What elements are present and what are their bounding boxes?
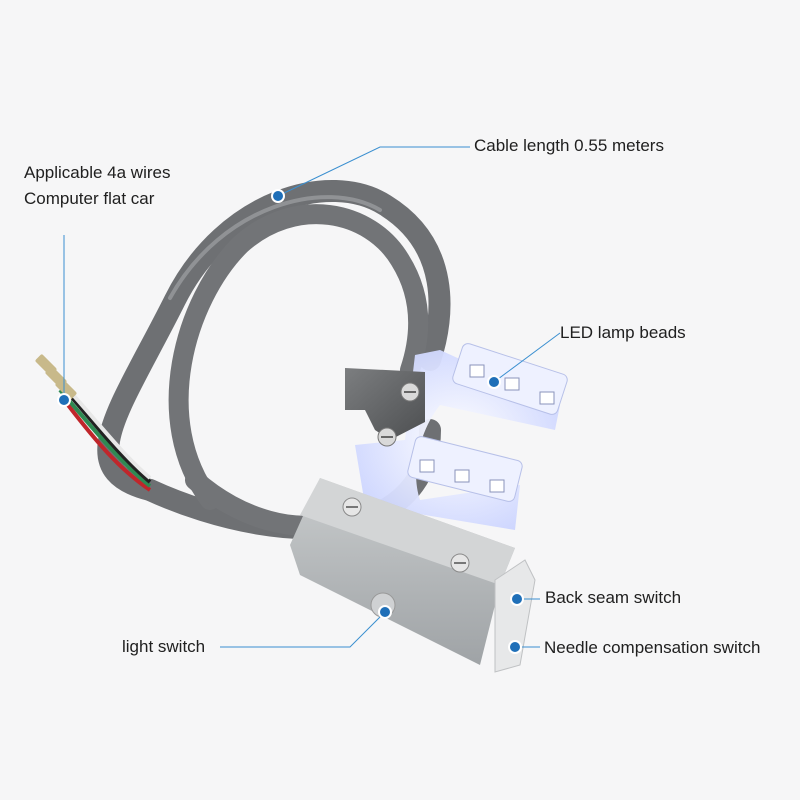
wires-label-line1: Applicable 4a wires <box>24 163 171 182</box>
mounting-bracket <box>345 368 425 447</box>
light-switch-label: light switch <box>122 637 206 656</box>
needle-compensation-switch-label: Needle compensation switch <box>544 638 761 657</box>
cable-length-label: Cable length 0.55 meters <box>474 136 664 155</box>
led-plate <box>355 343 568 530</box>
wires <box>35 354 152 492</box>
wires-callout-label: Applicable 4a wires Computer flat car <box>24 160 170 212</box>
back-seam-switch-label: Back seam switch <box>545 588 682 607</box>
callout-dots <box>57 189 524 654</box>
led-beads-label: LED lamp beads <box>560 323 686 342</box>
callout-lines <box>63 146 561 648</box>
wires-label-line2: Computer flat car <box>24 189 155 208</box>
lamp-housing <box>290 478 536 673</box>
